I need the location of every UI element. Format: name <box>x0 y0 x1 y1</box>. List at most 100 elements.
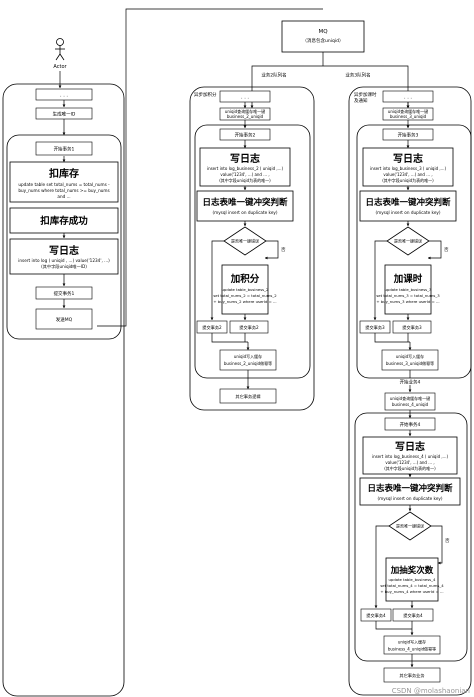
biz2-action-box <box>221 264 269 315</box>
biz3-log-sql-2: value('1234', ...) and ... , <box>383 172 432 177</box>
biz3-log-title: 写日志 <box>393 152 423 165</box>
biz3-transaction-group <box>356 124 472 379</box>
biz3-action-sql-1: update table_business_3 <box>385 287 433 292</box>
actor-label: Actor <box>53 64 67 70</box>
biz2-cache-box <box>219 349 277 371</box>
biz2-action-sql-2: set total_nums_2 = total_nums_2 <box>213 293 277 298</box>
biz2-cache-2: business_2_uniqid做幂等 <box>224 360 272 366</box>
biz2-conflict-box <box>196 190 294 222</box>
biz2-commit-right-box <box>229 320 269 334</box>
biz3-query-box <box>382 107 434 121</box>
biz4-cache-box <box>383 635 441 655</box>
main-log-title: 写日志 <box>49 244 79 257</box>
main-tx-start-box <box>35 141 93 156</box>
biz3-decision-label: 是否唯一键错误 <box>394 238 422 244</box>
biz4-cache-1: uniqid写入缓存 <box>398 639 426 645</box>
send-mq-label: 发送MQ <box>56 316 73 323</box>
biz4-decision-label: 是否唯一键错误 <box>396 523 424 529</box>
biz3-query-2: business_3_uniqid <box>390 114 427 119</box>
deduct-sql-3: and ... <box>57 194 70 199</box>
biz3-action-box <box>384 264 432 315</box>
deduct-ok-label: 扣库存成功 <box>40 215 88 227</box>
biz2-query-box <box>219 107 271 121</box>
deduct-sql-1: update table set total_nums = total_nums… <box>18 182 110 187</box>
biz2-log-title: 写日志 <box>230 152 260 165</box>
biz3-dots: . . . <box>404 95 412 101</box>
main-lane <box>2 83 125 697</box>
edge-label-business2: 业务2队列名 <box>261 72 286 79</box>
main-log-sql-2: (其中字段uniqid唯一ID) <box>41 263 87 270</box>
mq-box <box>281 20 365 53</box>
edge-label-start4: 开始业务4 <box>400 379 421 386</box>
main-dots: . . . <box>60 93 68 99</box>
mq-title: MQ <box>318 29 328 35</box>
biz4-action-box <box>385 557 439 602</box>
mq-subtitle: （消息包含uniqid） <box>303 37 344 44</box>
deduct-box <box>9 161 119 203</box>
main-tx-start-label: 开始事务1 <box>54 146 75 153</box>
biz2-other-label: 其它事务逻辑 <box>235 393 260 400</box>
biz3-decision-diamond <box>386 226 430 256</box>
biz4-commit-right: 提交事务4 <box>403 612 423 619</box>
biz4-cache-2: business_4_uniqid做幂等 <box>388 646 436 652</box>
biz2-cache-1: uniqid写入缓存 <box>234 353 262 359</box>
biz3-action-sql-3: + buy_nums_3 where userId = ... <box>376 299 439 304</box>
biz3-commit-left: 提交事务3 <box>365 324 385 331</box>
biz3-caption-1: 异步加课时 <box>354 91 377 98</box>
send-mq-box <box>35 308 93 330</box>
biz3-cache-1: uniqid写入缓存 <box>396 353 424 359</box>
biz2-tx-start-label: 开始事务2 <box>235 132 256 139</box>
edge-label-no-4: 否 <box>445 538 450 544</box>
biz2-transaction-group <box>194 124 311 379</box>
edge-label-no-3: 否 <box>444 247 449 253</box>
biz4-conflict-title: 日志表唯一键冲突判断 <box>367 483 453 494</box>
biz3-lane <box>348 86 472 696</box>
main-transaction-group <box>6 134 122 340</box>
biz2-dots-box <box>219 90 271 103</box>
biz3-log-box <box>362 147 454 187</box>
biz2-action-sql-1: update table_business_2 <box>222 287 270 292</box>
gen-id-label: 生成唯一ID <box>53 111 76 118</box>
biz2-action-title: 加积分 <box>230 273 260 285</box>
watermark: CSDN @molashaonian <box>391 687 470 695</box>
biz2-conflict-title: 日志表唯一键冲突判断 <box>202 197 288 208</box>
biz2-conflict-sub: (mysql insert on duplicate key) <box>212 210 277 215</box>
biz2-other-box <box>219 388 277 404</box>
biz4-action-sql-2: set total_nums_4 = total_nums_4 <box>380 583 444 588</box>
biz2-commit-left-box <box>196 320 228 334</box>
deduct-ok-box <box>9 207 119 234</box>
biz4-tx-start-box <box>384 417 436 431</box>
biz4-other-box <box>383 667 441 683</box>
biz2-decision-diamond <box>223 226 267 256</box>
biz2-log-box <box>199 147 291 187</box>
biz2-lane <box>189 86 315 411</box>
biz4-commit-left: 提交事务4 <box>366 612 386 619</box>
biz2-log-sql-3: (其中字段uniqid为表的唯一) <box>219 177 271 183</box>
biz3-conflict-sub: (mysql insert on duplicate key) <box>375 210 440 215</box>
biz3-conflict-title: 日志表唯一键冲突判断 <box>365 197 451 208</box>
biz2-log-sql-2: value('1234', ...) and ... , <box>220 172 269 177</box>
biz4-action-sql-3: + buy_nums_4 where userId = ... <box>380 589 443 594</box>
main-log-sql-1: insert into log ( uniqid , ...) value('1… <box>18 258 110 263</box>
biz3-action-sql-2: set total_nums_3 = total_nums_3 <box>376 293 440 298</box>
biz4-transaction-group <box>354 412 468 662</box>
biz4-log-sql-3: (其中字段uniqid为表的唯一) <box>384 465 436 471</box>
biz4-commit-left-box <box>360 608 392 622</box>
main-log-box <box>9 238 119 275</box>
biz4-tx-start-label: 开始事务4 <box>400 421 421 428</box>
biz3-conflict-box <box>359 190 457 222</box>
biz2-query-1: uniqid查询缓存唯一键 <box>225 108 265 114</box>
biz3-commit-right: 提交事务3 <box>402 324 422 331</box>
biz4-query-1: uniqid查询缓存唯一键 <box>390 395 430 401</box>
biz2-dots: . . . <box>241 95 249 101</box>
biz4-log-box <box>362 436 458 475</box>
biz4-other-label: 其它事务业务 <box>399 672 425 679</box>
biz2-commit-left: 提交事务2 <box>202 324 222 331</box>
biz4-commit-right-box <box>392 608 434 622</box>
biz2-decision-label: 是否唯一键错误 <box>231 238 259 244</box>
edge-label-no-2: 否 <box>281 247 286 253</box>
actor-figure <box>55 38 65 61</box>
biz4-action-sql-1: update table_business_4 <box>389 577 437 582</box>
biz4-log-sql-2: value('1234', ...) and ... , <box>385 460 434 465</box>
